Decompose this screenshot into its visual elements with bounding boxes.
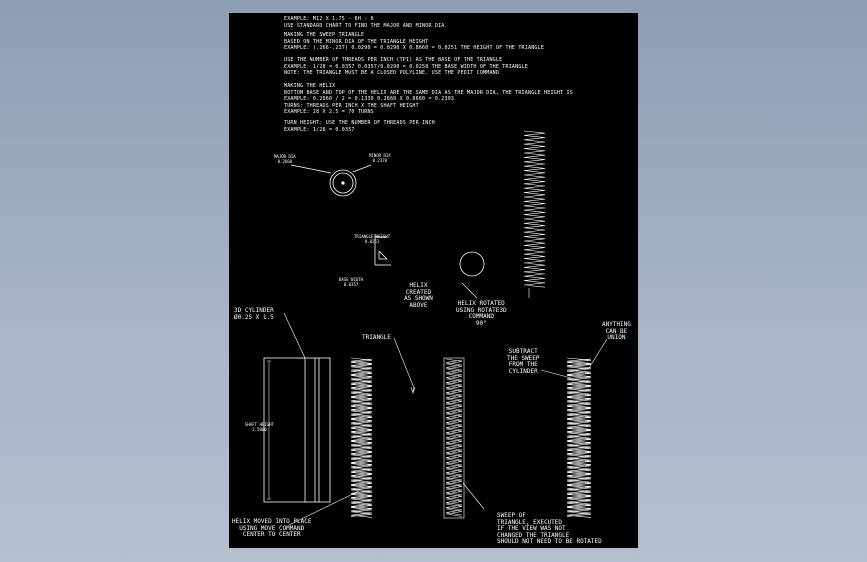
- helix-moved: [350, 357, 373, 518]
- sweep-label: SWEEP OF TRIANGLE, EXECUTED IF THE VIEW …: [497, 512, 602, 546]
- helix-turn-lines: [445, 358, 463, 517]
- major-dia-label: MAJOR DIA 0.2660: [274, 154, 296, 164]
- instruction-line: EXAMPLE: 0.2660 / 2 = 0.1330 0.2660 x 0.…: [284, 96, 455, 102]
- triangle-label: TRIANGLE: [362, 334, 391, 342]
- anything-union-label: ANYTHING CAN BE UNION: [602, 321, 631, 342]
- triangle-height-label: TRIANGLE HEIGHT 0.0251: [354, 234, 391, 244]
- label-line: CHANGED THE TRIANGLE: [497, 531, 570, 539]
- label-line: 0.0357: [343, 281, 359, 287]
- label-line: HELIX: [409, 282, 428, 289]
- subtract-label: SUBTRACT THE SWEEP FROM THE CYLINDER: [507, 348, 540, 375]
- helix-created-label: HELIX CREATED AS SHOWN ABOVE: [404, 282, 433, 309]
- cad-geometry: [263, 130, 608, 526]
- label-line: CENTER TO CENTER: [242, 531, 301, 538]
- label-line: SUBTRACT: [508, 348, 538, 355]
- label-line: MAJOR DIA: [274, 154, 296, 159]
- label-line: 0.2660: [277, 158, 293, 164]
- instruction-line: NOTE: THE TRIANGLE MUST BE A CLOSED POLY…: [284, 70, 500, 76]
- label-line: USING MOVE COMMAND: [239, 524, 305, 532]
- base-width-label: BASE WIDTH 0.0357: [339, 277, 364, 287]
- label-line: FROM THE: [508, 361, 538, 368]
- helix-turn-lines: [523, 130, 546, 288]
- label-line: CYLINDER: [508, 367, 538, 375]
- instruction-line: EXAMPLE: M12 x 1.75 - 6H - 6: [284, 16, 374, 22]
- shaft-height-label: SHAFT HEIGHT 2.5000: [245, 422, 274, 432]
- label-line: Ø0.25 X 1.5: [234, 313, 274, 321]
- helix-turn-lines: [350, 357, 373, 517]
- thread-lines: [566, 357, 592, 517]
- label-line: HELIX MOVED INTO PLACE: [232, 518, 312, 525]
- helix-turn-lines: [350, 358, 373, 518]
- label-line: 90°: [475, 319, 487, 327]
- minor-dia-label: MINOR DIA 0.2370: [369, 153, 391, 163]
- helix-turn-lines: [445, 359, 463, 516]
- instruction-line: EXAMPLE: 28 x 2.5 = 70 TURNS: [284, 109, 374, 115]
- major-dia-circle: [329, 169, 357, 197]
- label-line: 0.0251: [364, 238, 380, 244]
- helix-rotated: [523, 130, 546, 288]
- label-line: USING ROTATE3D: [456, 306, 507, 314]
- cylinder-label: 3D CYLINDER Ø0.25 X 1.5: [234, 307, 274, 321]
- instruction-line: USE STANDARD CHART TO FIND THE MAJOR AND…: [284, 22, 448, 29]
- label-line: TRIANGLE, EXECUTED: [497, 518, 563, 526]
- cylinder-rect: [263, 357, 331, 503]
- sweep-outline: [443, 357, 465, 519]
- label-line: SHAFT HEIGHT: [245, 422, 274, 427]
- instruction-line: TURN HEIGHT: USE THE NUMBER OF THREADS P…: [284, 120, 435, 126]
- instruction-line: BOTTOM BASE AND TOP OF THE HELIX ARE THE…: [284, 89, 573, 96]
- instruction-line: EXAMPLE: 1/28 = 0.0357 0.0357/0.0290 = 0…: [284, 63, 528, 70]
- label-line: 2.5000: [252, 426, 267, 432]
- label-line: SWEEP OF: [497, 512, 526, 519]
- helix-rotated-label: HELIX ROTATED USING ROTATE3D COMMAND 90°: [456, 300, 507, 327]
- label-line: AS SHOWN: [404, 295, 433, 302]
- helix-moved-label: HELIX MOVED INTO PLACE USING MOVE COMMAN…: [232, 518, 312, 539]
- instruction-line: TURNS: THREADS PER INCH X THE SHAFT HEIG…: [284, 102, 419, 109]
- thread-lines: [566, 358, 592, 518]
- instruction-line: EXAMPLE: 1/28 = 0.0357: [284, 126, 355, 133]
- instruction-line: EXAMPLE: (.266-.237) 0.0290 = 0.0290 x 0…: [284, 45, 545, 51]
- instruction-line: MAKING THE HELIX: [284, 83, 336, 89]
- instruction-line: BASED ON THE MINOR DIA OF THE TRIANGLE H…: [284, 38, 429, 45]
- label-line: IF THE VIEW WAS NOT: [497, 525, 566, 532]
- label-line: TRIANGLE HEIGHT: [354, 234, 391, 239]
- label-line: HELIX ROTATED: [457, 300, 505, 307]
- center-mark: [341, 181, 345, 185]
- sweep-triangle: [443, 357, 465, 519]
- label-line: COMMAND: [468, 313, 494, 320]
- minor-dia-circle: [332, 172, 354, 194]
- label-line: 3D CYLINDER: [234, 307, 274, 314]
- label-line: ANYTHING: [602, 321, 631, 328]
- label-line: 0.2370: [372, 157, 388, 163]
- instruction-line: USE THE NUMBER OF THREADS PER INCH (TPI)…: [284, 57, 503, 63]
- label-line: CREATED: [405, 288, 432, 296]
- label-line: CAN BE: [605, 327, 628, 335]
- label-line: BASE WIDTH: [339, 277, 364, 282]
- label-line: MINOR DIA: [369, 153, 391, 158]
- label-line: UNION: [607, 334, 626, 341]
- helix-circle: [459, 251, 485, 277]
- threaded-shaft: [566, 357, 592, 518]
- label-line: SHOULD NOT NEED TO BE ROTATED: [497, 538, 602, 545]
- label-line: TRIANGLE: [362, 334, 391, 341]
- label-line: THE SWEEP: [507, 354, 540, 362]
- instruction-line: MAKING THE SWEEP TRIANGLE: [284, 32, 365, 38]
- label-line: ABOVE: [409, 301, 428, 309]
- drawing-sheet[interactable]: EXAMPLE: M12 x 1.75 - 6H - 6 USE STANDAR…: [229, 13, 638, 548]
